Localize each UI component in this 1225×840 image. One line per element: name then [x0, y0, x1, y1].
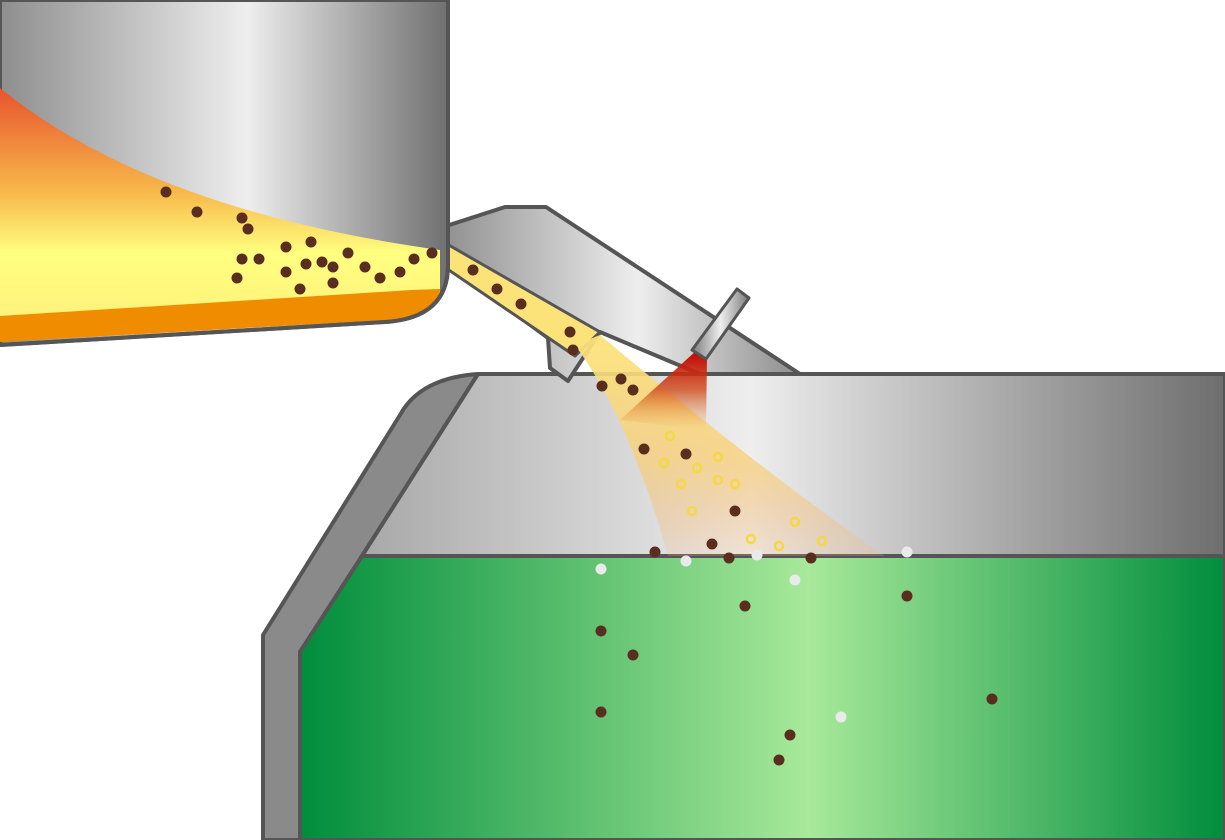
- dark-particle: [342, 247, 354, 259]
- dark-particle: [784, 729, 796, 741]
- dark-particle: [236, 212, 248, 224]
- spray-jet: [620, 350, 707, 430]
- tank-upper-body: [360, 372, 1225, 558]
- dark-particle: [280, 241, 292, 253]
- nozzle-body: [690, 287, 751, 361]
- white-bubble: [680, 555, 692, 567]
- dark-particle: [773, 754, 785, 766]
- dark-particle: [242, 223, 254, 235]
- dark-particle: [805, 552, 817, 564]
- dark-particle: [729, 505, 741, 517]
- dark-particle: [426, 247, 438, 259]
- yellow-droplet: [773, 540, 785, 552]
- dark-particle: [294, 283, 306, 295]
- dark-particle: [231, 272, 243, 284]
- yellow-droplets: [658, 430, 828, 552]
- dark-particle: [706, 538, 718, 550]
- dark-particle: [191, 206, 203, 218]
- dark-particle: [515, 298, 527, 310]
- dark-particle: [359, 261, 371, 273]
- dark-particle: [596, 380, 608, 392]
- dark-particle: [595, 706, 607, 718]
- dark-particles: [160, 186, 998, 766]
- dark-particle: [723, 552, 735, 564]
- furnace-molten-metal: [0, 88, 440, 318]
- dark-particle: [491, 283, 503, 295]
- dark-particle: [236, 253, 248, 265]
- yellow-droplet: [816, 535, 828, 547]
- dark-particle: [160, 186, 172, 198]
- dark-particle: [467, 264, 479, 276]
- dark-particle: [901, 590, 913, 602]
- dark-particle: [253, 253, 265, 265]
- dark-particle: [680, 448, 692, 460]
- dark-particle: [280, 266, 292, 278]
- dark-particle: [300, 258, 312, 270]
- dark-particle: [567, 344, 579, 356]
- dark-particle: [327, 277, 339, 289]
- tank: [261, 372, 1225, 840]
- white-bubble: [751, 549, 763, 561]
- yellow-droplet: [664, 430, 676, 442]
- yellow-droplet: [686, 505, 698, 517]
- yellow-droplet: [675, 478, 687, 490]
- yellow-droplet: [712, 451, 724, 463]
- dark-particle: [627, 384, 639, 396]
- dark-particle: [986, 693, 998, 705]
- furnace-molten-base: [0, 289, 440, 342]
- dark-particle: [564, 326, 576, 338]
- dark-particle: [627, 649, 639, 661]
- spray-nozzle: [620, 287, 751, 430]
- dark-particle: [638, 443, 650, 455]
- dark-particle: [316, 256, 328, 268]
- white-bubble: [789, 574, 801, 586]
- tank-liquid: [298, 554, 1225, 840]
- white-bubble: [595, 563, 607, 575]
- dark-particle: [327, 261, 339, 273]
- dark-particle: [374, 272, 386, 284]
- dark-particle: [408, 253, 420, 265]
- yellow-droplet: [691, 462, 703, 474]
- yellow-droplet: [789, 516, 801, 528]
- dark-particle: [649, 546, 661, 558]
- dark-particle: [394, 266, 406, 278]
- dark-particle: [739, 600, 751, 612]
- dark-particle: [305, 236, 317, 248]
- furnace: [0, 0, 450, 347]
- yellow-droplet: [745, 533, 757, 545]
- molten-stream: [575, 335, 885, 556]
- dark-particle: [615, 373, 627, 385]
- white-bubbles: [595, 546, 913, 723]
- white-bubble: [901, 546, 913, 558]
- yellow-droplet: [729, 478, 741, 490]
- yellow-droplet: [712, 474, 724, 486]
- yellow-droplet: [658, 457, 670, 469]
- white-bubble: [835, 711, 847, 723]
- furnace-outline: [0, 0, 450, 347]
- dark-particle: [595, 625, 607, 637]
